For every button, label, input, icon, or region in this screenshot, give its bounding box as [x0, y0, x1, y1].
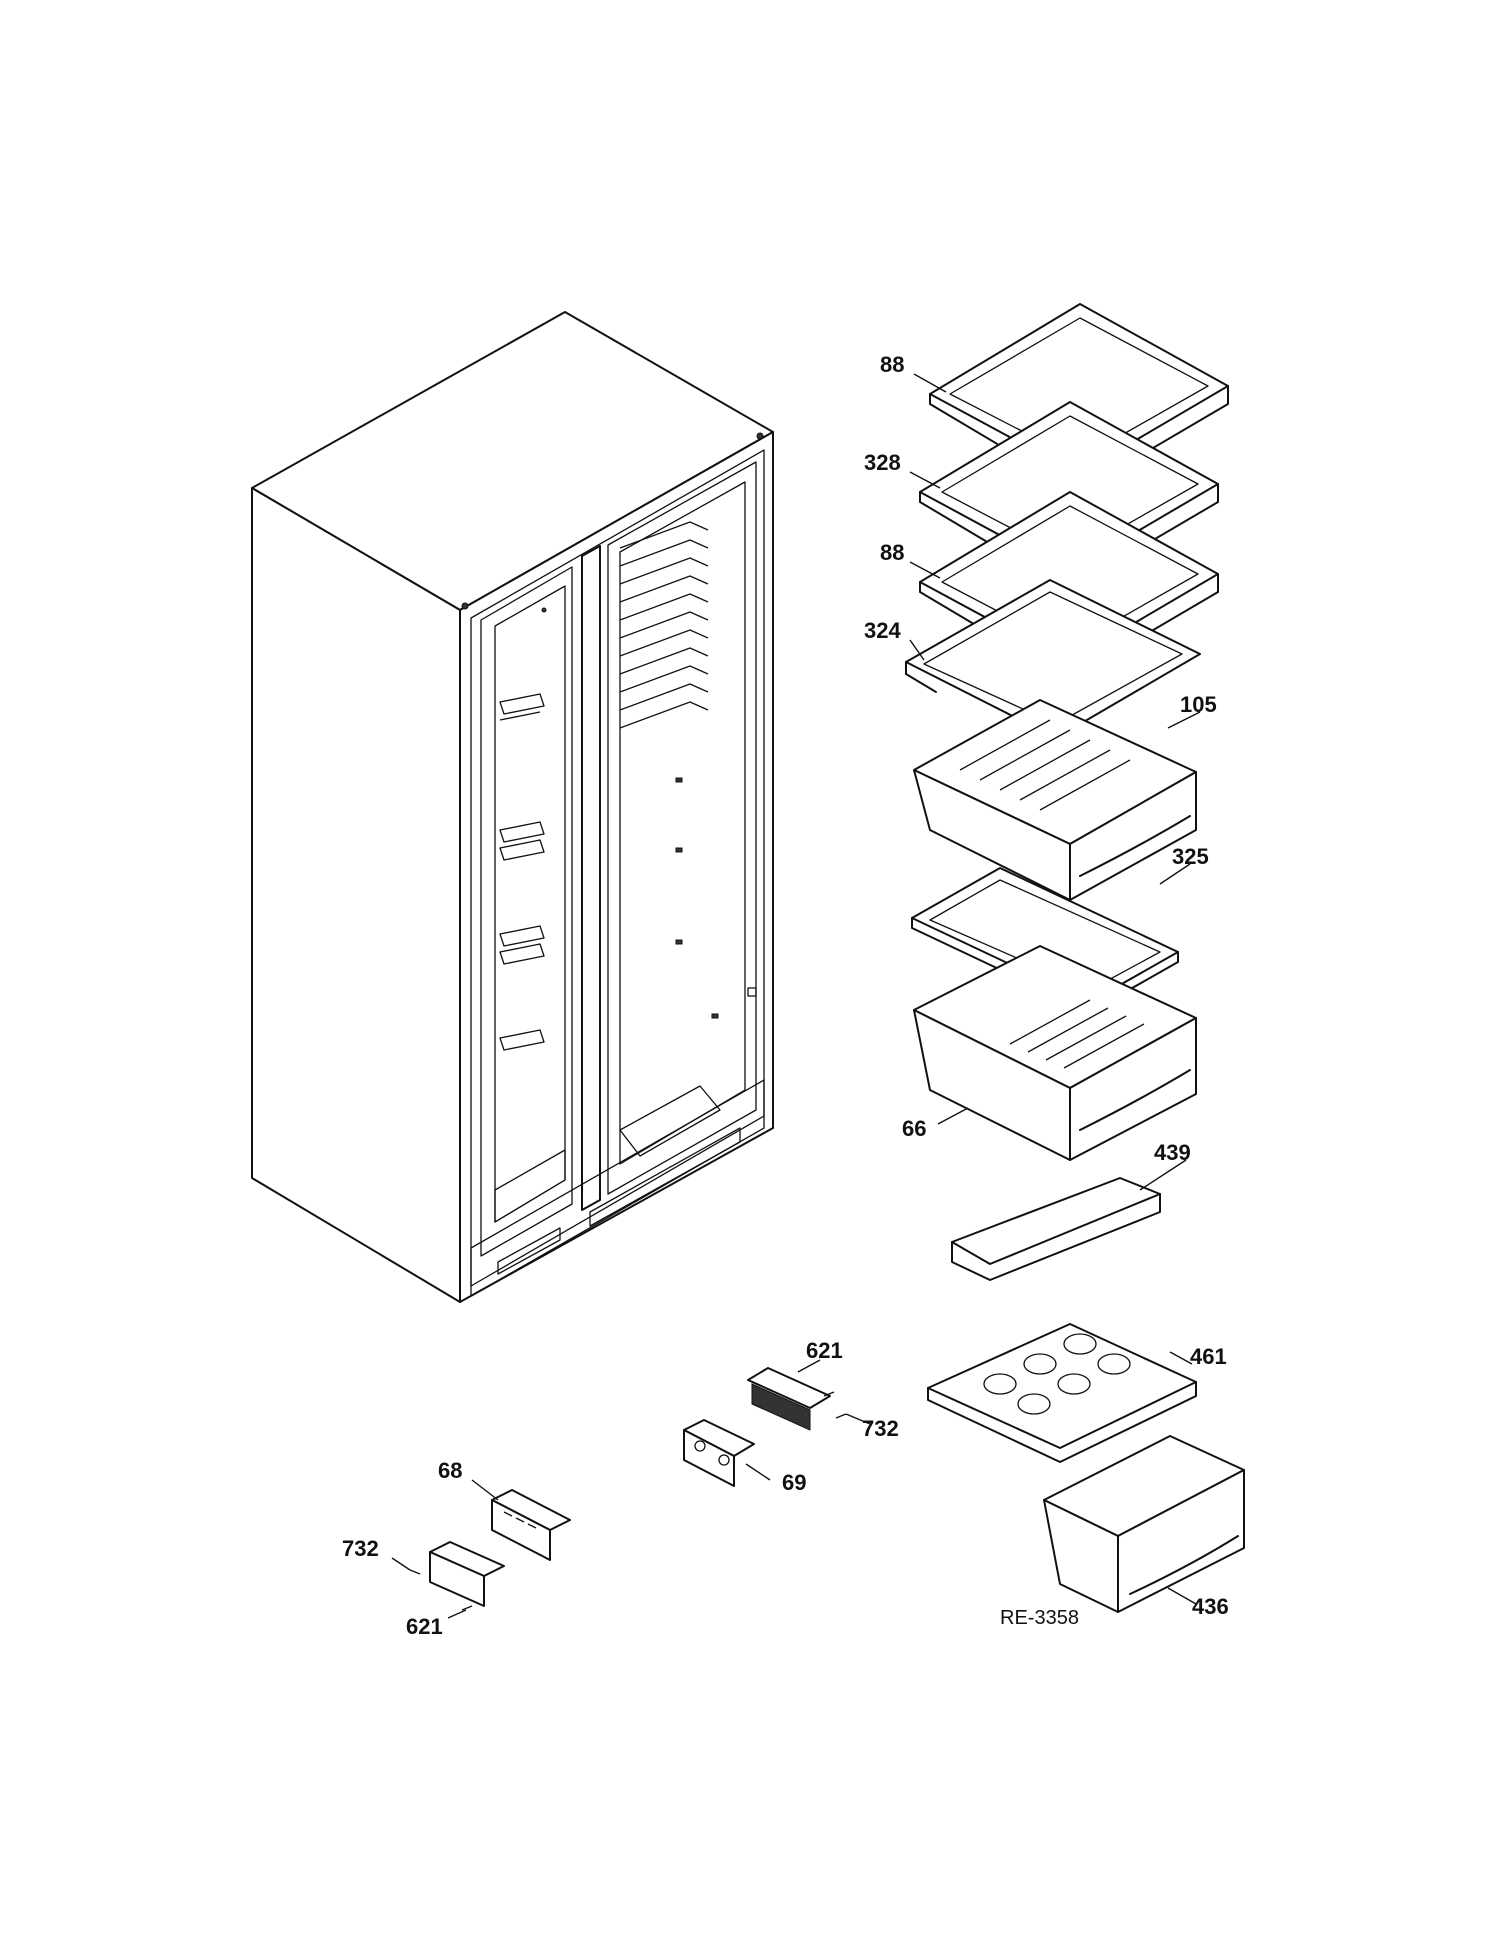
grille-bracket-left	[491, 1489, 571, 1561]
callout-grille-left: 621	[406, 1614, 443, 1639]
crisper-pan-upper	[913, 699, 1197, 901]
callout-grille-bracket-right: 69	[782, 1470, 806, 1495]
shelf-glass-4	[905, 579, 1201, 739]
callout-screw-right: 732	[862, 1416, 899, 1441]
leader-lines	[391, 373, 1201, 1619]
grille-right	[747, 1367, 831, 1431]
callout-grille-right: 621	[806, 1338, 843, 1363]
snack-drawer	[1043, 1435, 1245, 1613]
refrigerator-cabinet	[251, 311, 774, 1303]
callout-pan-upper: 105	[1180, 692, 1217, 717]
callout-shelf-4: 324	[864, 618, 901, 643]
diagram-reference: RE-3358	[1000, 1607, 1079, 1629]
grille-bracket-right	[683, 1419, 755, 1487]
callout-shelf-3: 88	[880, 540, 904, 565]
crisper-pan-lower	[913, 945, 1197, 1161]
callout-screw-left: 732	[342, 1536, 379, 1561]
callout-pan-cover: 439	[1154, 1140, 1191, 1165]
callout-cover-frame: 325	[1172, 844, 1209, 869]
pan-cover	[951, 1177, 1161, 1281]
callout-shelf-2: 328	[864, 450, 901, 475]
callout-snack-drawer: 436	[1192, 1594, 1229, 1619]
callout-pan-lower: 66	[902, 1116, 926, 1141]
callout-egg-tray: 461	[1190, 1344, 1227, 1369]
grille-left	[429, 1541, 505, 1607]
callout-grille-bracket-left: 68	[438, 1458, 462, 1483]
egg-tray	[927, 1323, 1197, 1463]
screw-right	[823, 1391, 847, 1419]
callout-shelf-top: 88	[880, 352, 904, 377]
screw-left	[409, 1569, 473, 1611]
callout-labels: 88 328 88 324 105 325 66 439 461 436 621…	[342, 352, 1229, 1639]
